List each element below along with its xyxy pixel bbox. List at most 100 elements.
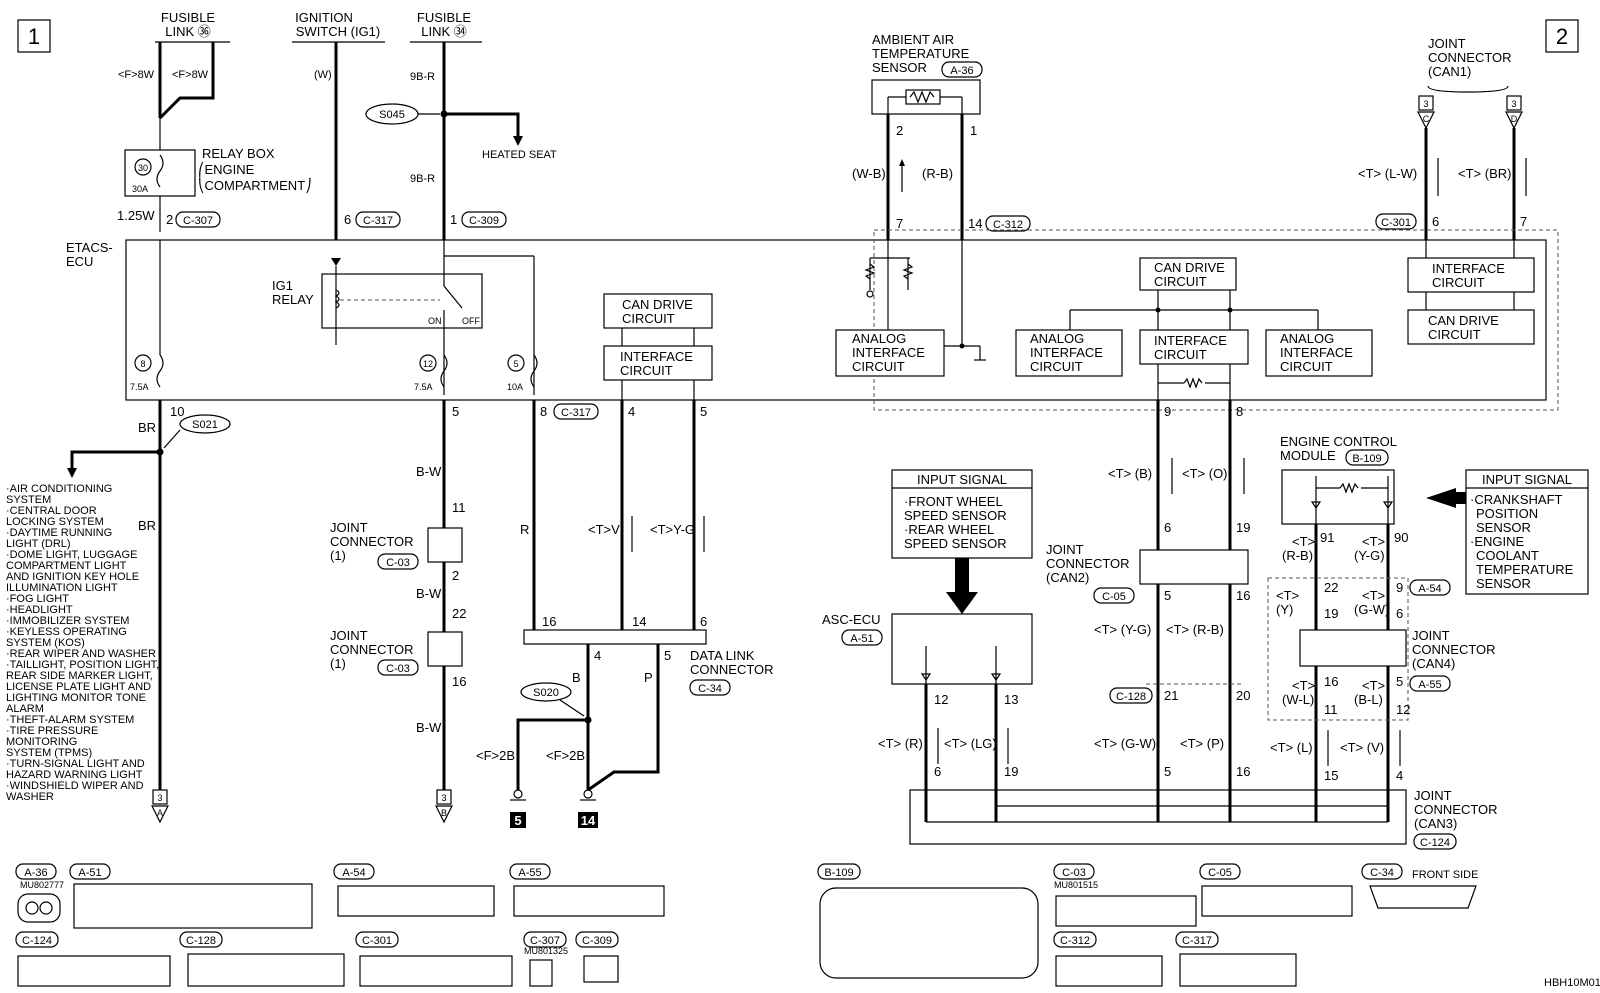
svg-text:JOINT: JOINT: [330, 520, 368, 535]
svg-text:FRONT SIDE: FRONT SIDE: [1412, 869, 1478, 881]
connector-view-a51: A-51: [69, 863, 313, 929]
svg-text:2: 2: [166, 212, 173, 227]
svg-text:C: C: [1423, 114, 1430, 124]
svg-text:A-36: A-36: [24, 867, 47, 879]
svg-text:TEMPERATURE: TEMPERATURE: [1476, 562, 1574, 577]
svg-text:RELAY BOX: RELAY BOX: [202, 146, 275, 161]
svg-text:C-309: C-309: [582, 935, 612, 947]
svg-text:MONITORING: MONITORING: [6, 736, 77, 748]
svg-text:·IMMOBILIZER SYSTEM: ·IMMOBILIZER SYSTEM: [6, 615, 129, 627]
svg-text:14: 14: [581, 813, 596, 828]
svg-text:P: P: [644, 670, 653, 685]
svg-text:C-05: C-05: [1208, 867, 1232, 879]
svg-text:CIRCUIT: CIRCUIT: [1030, 359, 1083, 374]
svg-text:16: 16: [1236, 588, 1250, 603]
svg-text:C-301: C-301: [362, 935, 392, 947]
svg-text:<T>: <T>: [1292, 678, 1315, 693]
data-link-connector: R <T>V <T>Y-G 16 14 6 4 5 DATA LINK CONN…: [476, 400, 774, 828]
svg-text:5: 5: [700, 404, 707, 419]
connector-view-c312: C-312: [1053, 931, 1163, 987]
svg-text:(W): (W): [314, 69, 332, 81]
svg-text:21: 21: [1164, 688, 1178, 703]
svg-text:B: B: [441, 808, 447, 818]
svg-text:91: 91: [1320, 530, 1334, 545]
system-list: ·AIR CONDITIONING SYSTEM ·CENTRAL DOOR L…: [6, 483, 159, 803]
svg-text:<T>: <T>: [1362, 678, 1385, 693]
svg-text:S021: S021: [192, 419, 218, 431]
svg-text:D: D: [1511, 114, 1518, 124]
connector-view-a55: A-55: [509, 863, 665, 917]
svg-text:·CRANKSHAFT: ·CRANKSHAFT: [1470, 492, 1563, 507]
can2-can3-trunk: <T> (B) <T> (O) 6 19 JOINT CONNECTOR (CA…: [1046, 400, 1250, 822]
svg-text:C-03: C-03: [1062, 867, 1086, 879]
ignition-switch-label: IGNITION SWITCH (IG1): [292, 10, 385, 43]
svg-text:14: 14: [632, 614, 646, 629]
svg-text:CIRCUIT: CIRCUIT: [1280, 359, 1333, 374]
svg-text:5: 5: [1164, 764, 1171, 779]
svg-text:(CAN3): (CAN3): [1414, 816, 1457, 831]
svg-text:B-W: B-W: [416, 464, 442, 479]
svg-text:POSITION: POSITION: [1476, 506, 1538, 521]
svg-text:A-51: A-51: [78, 867, 101, 879]
svg-text:A-55: A-55: [518, 867, 541, 879]
svg-text:(Y): (Y): [1276, 602, 1293, 617]
connector-view-c34: C-34 FRONT SIDE: [1361, 863, 1478, 909]
svg-text:⎛ENGINE: ⎛ENGINE: [198, 161, 255, 178]
fusible-34-wire: 9B-R 9B-R S045 HEATED SEAT 1 C-309: [365, 42, 557, 240]
svg-text:S020: S020: [533, 687, 559, 699]
ambient-air-temperature-sensor: AMBIENT AIR TEMPERATURE SENSOR A-36 2 1 …: [852, 32, 1031, 240]
svg-text:CONNECTOR: CONNECTOR: [330, 642, 414, 657]
svg-text:C-128: C-128: [186, 935, 216, 947]
connector-view-a54: A-54: [333, 863, 495, 917]
svg-text:CIRCUIT: CIRCUIT: [1154, 274, 1207, 289]
svg-text:<T>: <T>: [1276, 588, 1299, 603]
svg-text:16: 16: [1324, 674, 1338, 689]
svg-text:C-34: C-34: [1370, 867, 1394, 879]
page-marker-1: 1: [17, 19, 51, 53]
svg-text:CONNECTOR: CONNECTOR: [1428, 50, 1512, 65]
svg-text:1: 1: [970, 123, 977, 138]
svg-text:16: 16: [542, 614, 556, 629]
svg-text:A-36: A-36: [950, 65, 973, 77]
svg-text:6: 6: [700, 614, 707, 629]
svg-text:·THEFT-ALARM SYSTEM: ·THEFT-ALARM SYSTEM: [6, 714, 134, 726]
svg-text:<T>: <T>: [1362, 588, 1385, 603]
svg-text:·TURN-SIGNAL LIGHT AND: ·TURN-SIGNAL LIGHT AND: [6, 758, 145, 770]
svg-text:SYSTEM (TPMS): SYSTEM (TPMS): [6, 747, 92, 759]
svg-text:20: 20: [1236, 688, 1250, 703]
svg-text:·AIR CONDITIONING: ·AIR CONDITIONING: [6, 483, 112, 495]
svg-text:LINK ㊱: LINK ㊱: [165, 24, 211, 39]
svg-text:(CAN2): (CAN2): [1046, 570, 1089, 585]
svg-text:C-309: C-309: [469, 215, 499, 227]
svg-text:A-55: A-55: [1418, 679, 1441, 691]
svg-text:12: 12: [1396, 702, 1410, 717]
svg-text:2: 2: [1556, 24, 1568, 49]
svg-text:·WINDSHIELD WIPER AND: ·WINDSHIELD WIPER AND: [6, 780, 144, 792]
svg-text:INTERFACE: INTERFACE: [852, 345, 925, 360]
svg-text:SYSTEM (KOS): SYSTEM (KOS): [6, 637, 85, 649]
svg-text:·FRONT WHEEL: ·FRONT WHEEL: [904, 494, 1003, 509]
svg-text:19: 19: [1324, 606, 1338, 621]
svg-text:30: 30: [138, 163, 148, 173]
svg-text:A-54: A-54: [342, 867, 365, 879]
svg-text:<T> (R): <T> (R): [878, 736, 923, 751]
svg-text:<T>V: <T>V: [588, 522, 620, 537]
bw-wire-joint-connector-1: B-W B-W B-W 11 2 22 16 JOINT CONNECTOR (…: [330, 400, 466, 824]
svg-text:SWITCH (IG1): SWITCH (IG1): [296, 24, 381, 39]
svg-text:6: 6: [1396, 606, 1403, 621]
svg-text:LIGHTING MONITOR TONE: LIGHTING MONITOR TONE: [6, 692, 146, 704]
svg-text:ETACS-: ETACS-: [66, 240, 113, 255]
joint-connector-can1: JOINT CONNECTOR (CAN1) 3 C 3 D <T> (L-W)…: [1358, 36, 1527, 240]
svg-text:TEMPERATURE: TEMPERATURE: [872, 46, 970, 61]
svg-text:8: 8: [1236, 404, 1243, 419]
svg-text:9B-R: 9B-R: [410, 173, 435, 185]
connector-view-c317: C-317: [1175, 931, 1297, 987]
svg-text:(1): (1): [330, 548, 346, 563]
svg-text:<T> (P): <T> (P): [1180, 736, 1224, 751]
svg-text:CIRCUIT: CIRCUIT: [852, 359, 905, 374]
fusible-link-36-label: FUSIBLE LINK ㊱: [155, 10, 230, 43]
svg-text:3: 3: [1511, 99, 1516, 109]
svg-text:·REAR WHEEL: ·REAR WHEEL: [904, 522, 994, 537]
svg-text:<T>Y-G: <T>Y-G: [650, 522, 695, 537]
